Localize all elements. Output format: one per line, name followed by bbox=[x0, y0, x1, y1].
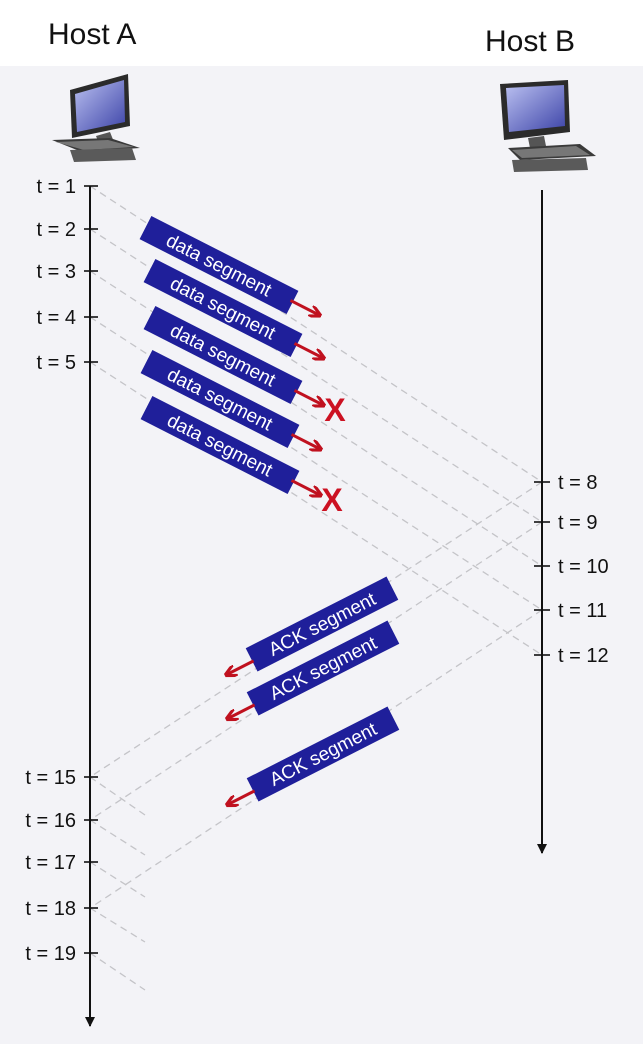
time-label: t = 5 bbox=[37, 352, 76, 374]
time-label: t = 19 bbox=[25, 943, 76, 965]
dashed-line bbox=[89, 819, 146, 856]
host-a-computer-icon bbox=[52, 74, 140, 162]
time-label: t = 16 bbox=[25, 810, 76, 832]
diagram-background bbox=[0, 66, 643, 1044]
dashed-line bbox=[89, 776, 146, 816]
time-label: t = 1 bbox=[37, 176, 76, 198]
time-label: t = 4 bbox=[37, 307, 76, 329]
segment-box bbox=[246, 706, 400, 802]
loss-mark: X bbox=[321, 482, 343, 518]
segment-arrow bbox=[293, 389, 324, 405]
segment-box bbox=[140, 395, 300, 495]
time-label: t = 2 bbox=[37, 219, 76, 241]
host-a-label: Host A bbox=[48, 18, 137, 51]
ack-segment: ACK segment bbox=[228, 706, 400, 805]
time-label: t = 18 bbox=[25, 898, 76, 920]
ack-arrow bbox=[228, 789, 256, 805]
time-label: t = 3 bbox=[37, 261, 76, 283]
host-a-ticks: t = 1 t = 2 t = 3 t = 4 t = 5 t = 15 t = 16 t =… bbox=[25, 176, 98, 965]
time-label: t = 9 bbox=[558, 512, 597, 534]
segment-box bbox=[143, 258, 303, 358]
time-label: t = 15 bbox=[25, 767, 76, 789]
dashed-guide-lines bbox=[89, 185, 543, 991]
segment-label: ACK segment bbox=[266, 719, 381, 791]
time-label: t = 8 bbox=[558, 472, 597, 494]
segment-box bbox=[139, 215, 299, 315]
time-label: t = 11 bbox=[558, 600, 607, 622]
segment-box bbox=[245, 576, 399, 672]
ack-arrow bbox=[228, 703, 256, 719]
dashed-line bbox=[89, 952, 146, 991]
dashed-line bbox=[89, 907, 146, 943]
segment-arrow bbox=[293, 342, 324, 358]
segment-box bbox=[140, 349, 300, 449]
segment-arrow bbox=[290, 479, 321, 495]
time-label: t = 17 bbox=[25, 852, 76, 874]
segment-box bbox=[143, 305, 303, 405]
segment-box bbox=[246, 620, 400, 716]
host-b-ticks: t = 8 t = 9 t = 10 t = 11 t = 12 bbox=[534, 472, 609, 667]
time-label: t = 12 bbox=[558, 645, 609, 667]
loss-mark: X bbox=[324, 392, 346, 428]
time-label: t = 10 bbox=[558, 556, 609, 578]
segment-arrow bbox=[290, 433, 321, 449]
ack-arrow bbox=[227, 659, 255, 675]
host-b-label: Host B bbox=[485, 25, 576, 58]
segment-arrow bbox=[289, 299, 320, 315]
host-b-computer-icon bbox=[500, 80, 596, 172]
dashed-line bbox=[89, 861, 146, 898]
